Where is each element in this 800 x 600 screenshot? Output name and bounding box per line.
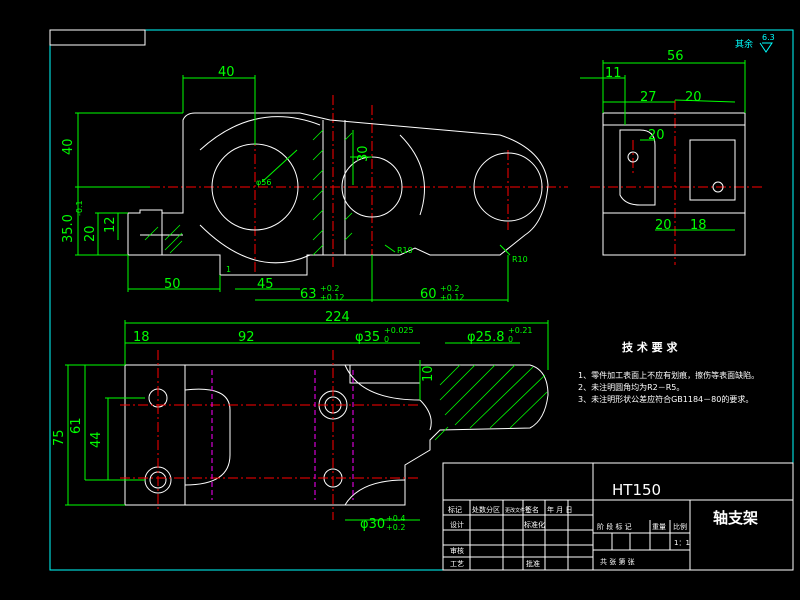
tech-item-2: 2、未注明圆角均为R2－R5。 (578, 382, 684, 392)
tech-item-3: 3、未注明形状公差应符合GB1184－80的要求。 (578, 394, 753, 404)
top-outline (124, 364, 549, 506)
dim-35: 35.0 (61, 214, 76, 243)
dim-phi35: φ35 (355, 330, 380, 345)
tb-mark: 标记 (448, 505, 462, 514)
material: HT150 (612, 481, 661, 499)
front-view: 40 40 35.0 -0.1 20 12 50 45 63 +0.2 +0.1… (61, 65, 568, 302)
tb-review: 审核 (450, 546, 464, 555)
dim-r10-a: R10 (397, 246, 413, 255)
side-outline (602, 112, 746, 256)
tech-item-1: 1、零件加工表面上不应有划痕，擦伤等表面缺陷。 (578, 370, 759, 380)
dim-1: 1 (226, 265, 231, 274)
tb-scale-label: 比例 (673, 522, 687, 531)
tb-count: 处数 (472, 505, 486, 514)
tb-sheet: 共 张 第 张 (600, 557, 635, 566)
dim-60-tol-dn: +0.12 (440, 293, 465, 302)
finish-value: 6.3 (762, 33, 775, 42)
tb-approve: 批准 (526, 559, 540, 568)
dim-11: 11 (605, 66, 622, 81)
tb-process: 工艺 (450, 560, 464, 568)
front-bore-right (473, 152, 543, 222)
dim-50: 50 (164, 277, 181, 292)
dim-40-top: 40 (218, 65, 235, 80)
dim-45: 45 (257, 277, 274, 292)
dim-phi30: φ30 (360, 517, 385, 532)
dim-20-bottom: 20 (655, 218, 672, 233)
dim-phi30-tol-up: +0.4 (386, 514, 405, 523)
dim-20-inner: 20 (648, 128, 665, 143)
dim-56: 56 (667, 49, 684, 64)
dim-44: 44 (89, 431, 104, 448)
dim-r10-b: R10 (512, 255, 528, 264)
drawing-border (49, 29, 794, 571)
dim-phi35-tol-up: +0.025 (384, 326, 414, 335)
side-view: 56 11 27 20 20 20 18 (580, 49, 765, 265)
dim-92: 92 (238, 330, 255, 345)
tb-zone: 分区 (486, 505, 500, 514)
tech-requirements: 技 术 要 求 1、零件加工表面上不应有划痕，擦伤等表面缺陷。 2、未注明圆角均… (578, 340, 759, 404)
tech-title: 技 术 要 求 (622, 340, 678, 354)
top-hatch (434, 364, 548, 441)
corner-block (49, 29, 146, 46)
dim-phi30-tol-dn: +0.2 (386, 523, 405, 532)
dim-27: 27 (640, 90, 657, 105)
dim-phi25: φ25.8 (467, 330, 505, 345)
top-view: 224 18 92 φ35 +0.025 0 φ25.8 +0.21 0 10 … (52, 310, 549, 532)
dim-phi56: φ56 (256, 178, 271, 187)
tb-standardization: 标准化 (524, 520, 545, 529)
dim-61: 61 (69, 417, 84, 434)
front-hatch-left (144, 224, 183, 254)
tb-sign: 签名 (525, 505, 539, 514)
dim-phi25-tol-up: +0.21 (508, 326, 533, 335)
dim-18-side: 18 (690, 218, 707, 233)
dim-12: 12 (103, 216, 118, 233)
dim-63-tol-dn: +0.12 (320, 293, 345, 302)
finish-label: 其余 (735, 38, 753, 50)
dim-35-tol: -0.1 (75, 200, 84, 216)
dim-63-tol-up: +0.2 (320, 284, 339, 293)
dim-63: 63 (300, 287, 317, 302)
tb-weight: 重量 (652, 523, 666, 531)
front-outline (127, 112, 549, 276)
dim-18: 18 (133, 330, 150, 345)
dim-224: 224 (325, 310, 350, 325)
surface-finish-symbol: 其余 6.3 (735, 33, 775, 53)
title-block: HT150 轴支架 标记 处数 分区 更改文件号 签名 年 月 日 设计 标准化… (442, 462, 794, 571)
dim-75: 75 (52, 429, 67, 446)
dim-10: 10 (421, 365, 436, 382)
dim-30: 30 (356, 145, 371, 162)
tb-designer: 设计 (450, 520, 464, 529)
part-name: 轴支架 (713, 509, 758, 527)
tb-scale-value: 1：1 (674, 539, 690, 547)
dim-60: 60 (420, 287, 437, 302)
dim-20: 20 (83, 225, 98, 242)
dim-phi25-tol-dn: 0 (508, 335, 513, 344)
front-hatch-center (312, 129, 353, 256)
dim-20-top: 20 (685, 90, 702, 105)
tb-change: 更改文件号 (505, 507, 530, 514)
dim-60-tol-up: +0.2 (440, 284, 459, 293)
tb-stage: 阶 段 标 记 (597, 522, 632, 531)
tb-date: 年 月 日 (547, 505, 572, 514)
dim-40-left: 40 (61, 138, 76, 155)
dim-phi35-tol-dn: 0 (384, 335, 389, 344)
